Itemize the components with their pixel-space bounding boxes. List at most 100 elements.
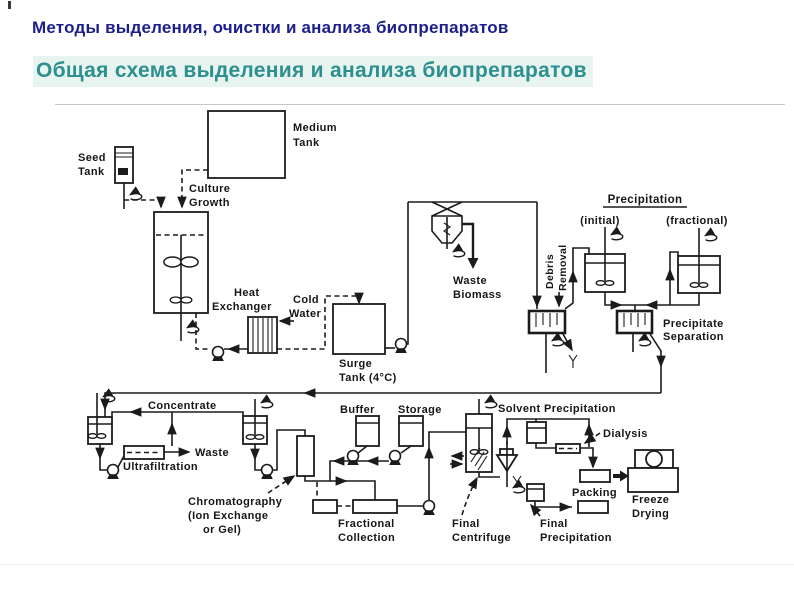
waste-biomass-label: Biomass [453,289,502,301]
pump-icon [260,463,274,480]
ultrafiltration-section: Concentrate Waste Ultrafiltration [87,393,244,480]
pump-icon [346,449,360,466]
corner-tick [8,1,11,9]
agitator-icon [705,234,717,240]
medium-tank-label: Medium [293,122,337,134]
precipitate-separation-label: Separation [663,331,724,343]
chromatography-column [296,435,315,477]
fractional-collection: Fractional Collection [312,431,466,544]
packing-freeze-drying: Packing Freeze Drying [572,449,679,520]
rotation-icon [513,486,525,492]
filter-unit [615,309,654,335]
final-precipitation-section: Final Precipitation [526,483,612,544]
surge-tank-vessel [332,303,386,355]
medium-tank-label: Tank [293,137,320,149]
seed-tank-label: Tank [78,166,105,178]
ultrafiltration-label: Ultrafiltration [123,461,198,473]
initial-label: (initial) [580,215,620,227]
fermenter-feed-lines: Culture Growth [124,169,230,209]
fractional-collection-label: Collection [338,532,395,544]
debris-removal-label: Debris [544,254,556,289]
chromatography-section: Chromatography (Ion Exchange or Gel) [188,399,376,536]
pump-icon [388,449,402,466]
precipitate-separation-label: Precipitate [663,318,724,330]
concentrate-label: Concentrate [148,400,217,412]
cold-water-label: Cold [293,294,319,306]
surge-tank: Surge Tank (4°C) [332,202,409,384]
agitator-icon [485,401,497,407]
agitator-icon [611,233,623,239]
fractional-label: (fractional) [666,215,728,227]
uf-feed-tank [87,416,113,445]
heat-exchanger-label: Exchanger [212,301,272,313]
packing-box [577,500,609,514]
seed-tank: Seed Tank [78,146,142,209]
culture-growth-label: Culture [189,183,230,195]
medium-tank-vessel [207,110,286,179]
packing-box [579,469,611,483]
seed-tank-vessel [114,146,134,184]
chromatography-label: or Gel) [203,524,241,536]
centrifuge-body [431,215,463,244]
storage-label: Storage [398,404,442,416]
final-precipitation-label: Final [540,518,568,530]
freeze-dryer-port [645,450,663,468]
cell-separation: Waste Biomass Debris Removal [408,201,569,309]
surge-tank-label: Surge [339,358,372,370]
seed-tank-label: Seed [78,152,106,164]
buffer-storage: Buffer Storage [329,404,442,481]
fermenter [153,211,209,341]
divider-line [55,104,785,105]
waste-biomass-label: Waste [453,275,487,287]
freeze-drying-label: Drying [632,508,669,520]
pump-icon [422,499,436,516]
fraction-collector-box [352,499,398,514]
debris-removal-label: Removal [557,244,569,291]
cold-water-label: Water [289,308,321,320]
pump-icon [211,345,225,362]
dialysis-section: Dialysis [535,428,648,469]
chromatography-label: Chromatography [188,496,283,508]
pump-icon [394,337,408,354]
slide-title: Методы выделения, очистки и анализа биоп… [32,18,509,37]
dialysis-label: Dialysis [603,428,648,440]
subtitle-wrap: Общая схема выделения и анализа биопрепа… [33,56,593,87]
freeze-dryer-body [627,467,679,493]
final-precipitation-tank [526,483,545,502]
storage-tank [398,415,424,447]
return-line [100,388,661,417]
agitator-icon [130,193,142,199]
slide-subtitle: Общая схема выделения и анализа биопрепа… [33,56,593,87]
medium-tank: Medium Tank [207,110,337,179]
waste-biomass-arrow [467,258,479,269]
broth-transfer-line: Heat Exchanger Cold Water [195,287,364,362]
final-centrifuge-label: Centrifuge [452,532,511,544]
chromatography-label: (Ion Exchange [188,510,268,522]
fraction-collector-box [312,499,338,514]
bottom-edge-line [0,564,794,565]
solvent-precipitation-section: Solvent Precipitation Final Centrifuge [450,399,616,544]
precipitation-heading: Precipitation [608,194,683,206]
transfer-arrow [620,470,629,482]
buffer-label: Buffer [340,404,375,416]
precipitation-section: Precipitation (initial) (fractional) [580,194,728,311]
agitator-icon [187,326,199,332]
solvent-precipitation-label: Solvent Precipitation [498,403,616,415]
pump-icon [106,463,120,480]
final-precipitation-label: Precipitation [540,532,612,544]
rotation-icon [552,339,564,345]
fractional-collection-label: Fractional [338,518,395,530]
buffer-tank [355,415,380,447]
packing-label: Packing [572,487,617,499]
rotation-icon [639,339,651,345]
rotation-icon [453,250,465,256]
waste-label: Waste [195,447,229,459]
final-centrifuge-label: Final [452,518,480,530]
culture-growth-label: Growth [189,197,230,209]
surge-tank-label: Tank (4°C) [339,372,397,384]
redissolve-tank [526,421,547,444]
freeze-drying-label: Freeze [632,494,669,506]
heat-exchanger-label: Heat [234,287,259,299]
